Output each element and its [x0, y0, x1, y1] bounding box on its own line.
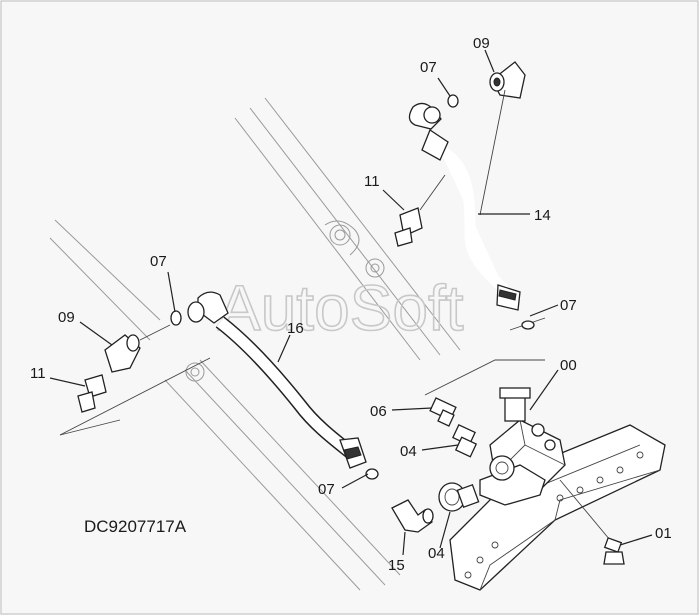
assembly-guide-lines	[59, 317, 546, 436]
callout-07-right: 07	[560, 297, 577, 314]
o-ring-07-upper	[447, 94, 459, 108]
elbow-fitting-09-upper	[479, 61, 526, 216]
adapter-11-upper	[394, 174, 446, 247]
callout-leaders	[49, 49, 653, 556]
callout-09-upper: 09	[473, 35, 490, 52]
callout-00: 00	[560, 357, 577, 374]
watermark: AutoSoft	[218, 272, 464, 344]
valve-assembly-00	[479, 387, 566, 506]
callout-06: 06	[370, 403, 387, 420]
hose-14	[408, 102, 521, 311]
callout-07-lower: 07	[318, 481, 335, 498]
adapter-11-lower	[77, 374, 107, 413]
callout-16: 16	[287, 320, 304, 337]
elbow-fitting-15	[391, 499, 434, 533]
callout-14: 14	[534, 207, 551, 224]
callout-01: 01	[655, 525, 672, 542]
o-ring-07-left	[170, 310, 182, 326]
fitting-04-lower	[438, 482, 480, 512]
o-ring-07-lower	[365, 468, 379, 480]
callout-15: 15	[388, 557, 405, 574]
hose-16	[187, 291, 367, 469]
callout-11-upper: 11	[364, 173, 380, 190]
callout-11-lower: 11	[30, 365, 46, 382]
drawing-code: DC9207717A	[84, 517, 187, 536]
callout-07-left: 07	[150, 253, 167, 270]
o-ring-07-right	[521, 320, 535, 330]
fitting-06	[429, 397, 457, 427]
fitting-04-upper	[452, 423, 478, 458]
background-frame-rails	[49, 97, 461, 591]
callout-04-upper: 04	[400, 443, 417, 460]
callout-04-lower: 04	[428, 545, 445, 562]
bolt-01	[559, 479, 625, 565]
elbow-fitting-09-lower	[104, 324, 171, 373]
callout-09-lower: 09	[58, 309, 75, 326]
callout-07-upper: 07	[420, 59, 437, 76]
